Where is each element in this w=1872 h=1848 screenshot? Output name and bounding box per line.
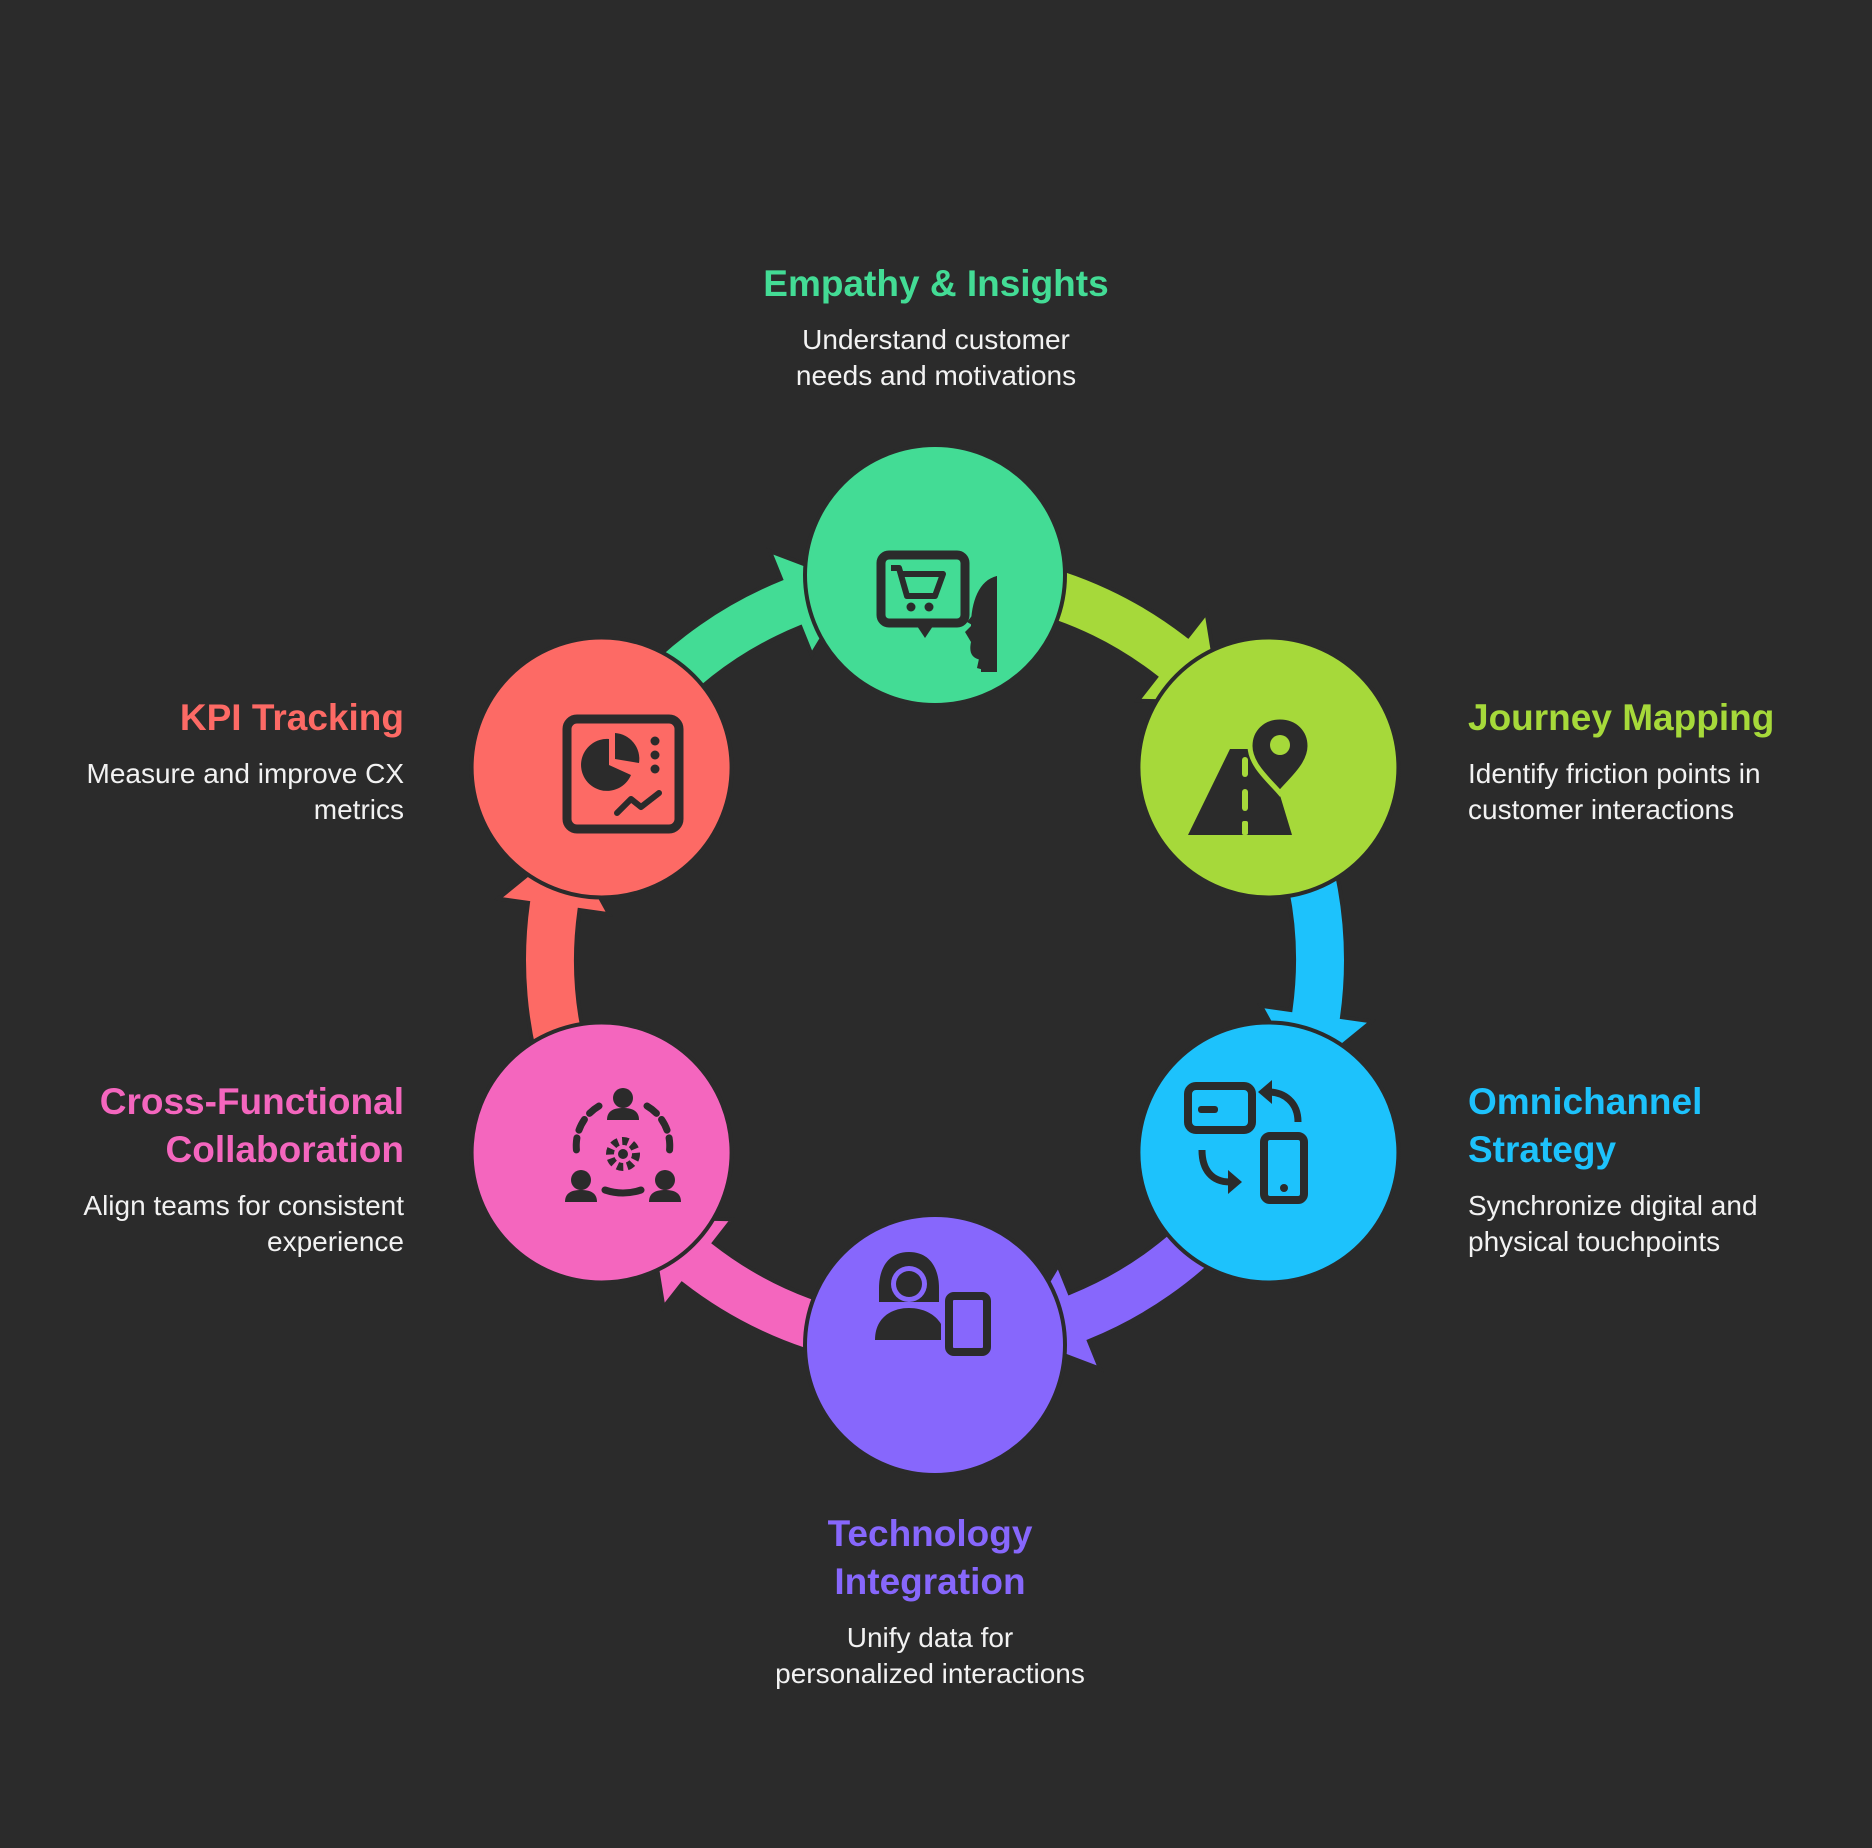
step-omnichannel-strategy: Omnichannel Strategy Synchronize digital… (1468, 1078, 1872, 1260)
step-empathy-insights: Empathy & Insights Understand customer n… (726, 260, 1146, 394)
step-description: Unify data for personalized interactions (720, 1620, 1140, 1692)
shopping-cart-chat-icon (876, 550, 997, 672)
step-title: Technology Integration (720, 1510, 1140, 1606)
user-device-icon (875, 1252, 991, 1356)
card-phone-sync-icon (1184, 1080, 1308, 1204)
description-line: needs and motivations (795, 360, 1077, 391)
step-node-circle (469, 1020, 734, 1285)
step-title: KPI Tracking (179, 697, 404, 738)
step-description: Identify friction points in customer int… (1468, 756, 1872, 828)
step-kpi-tracking: KPI Tracking Measure and improve CX metr… (0, 694, 404, 828)
step-title: Empathy & Insights (763, 263, 1109, 304)
description-line: Measure and improve CX (86, 758, 404, 789)
step-title: Journey Mapping (1468, 697, 1775, 738)
description-line: Synchronize digital and (1468, 1190, 1758, 1221)
step-description: Synchronize digital and physical touchpo… (1468, 1188, 1872, 1260)
step-node-circle (1136, 1020, 1401, 1285)
description-line: Identify friction points in (1468, 758, 1761, 789)
description-line: experience (267, 1226, 404, 1257)
title-line: Technology (827, 1513, 1033, 1554)
description-line: metrics (313, 794, 404, 825)
description-line: physical touchpoints (1468, 1226, 1721, 1257)
description-line: Align teams for consistent (83, 1190, 404, 1221)
step-title: Cross-Functional Collaboration (0, 1078, 404, 1174)
cycle-nodes (469, 443, 1401, 1477)
title-line: Strategy (1468, 1129, 1617, 1170)
description-line: Understand customer (802, 324, 1070, 355)
cycle-icons (562, 550, 1313, 1356)
description-line: customer interactions (1468, 794, 1735, 825)
step-cross-functional-collaboration: Cross-Functional Collaboration Align tea… (0, 1078, 404, 1260)
title-line: Cross-Functional (99, 1081, 404, 1122)
step-description: Align teams for consistent experience (0, 1188, 404, 1260)
step-title: Omnichannel Strategy (1468, 1078, 1872, 1174)
step-journey-mapping: Journey Mapping Identify friction points… (1468, 694, 1872, 828)
step-description: Measure and improve CX metrics (0, 756, 404, 828)
title-line: Omnichannel (1468, 1081, 1703, 1122)
description-line: Unify data for (846, 1622, 1014, 1653)
team-gear-icon (565, 1088, 681, 1202)
dashboard-chart-icon (562, 714, 684, 834)
step-description: Understand customer needs and motivation… (726, 322, 1146, 394)
road-location-pin-icon (1188, 714, 1313, 835)
step-technology-integration: Technology Integration Unify data for pe… (720, 1510, 1140, 1692)
step-node-circle (803, 1213, 1067, 1477)
title-line: Integration (834, 1561, 1026, 1602)
description-line: personalized interactions (775, 1658, 1085, 1689)
title-line: Collaboration (165, 1129, 404, 1170)
